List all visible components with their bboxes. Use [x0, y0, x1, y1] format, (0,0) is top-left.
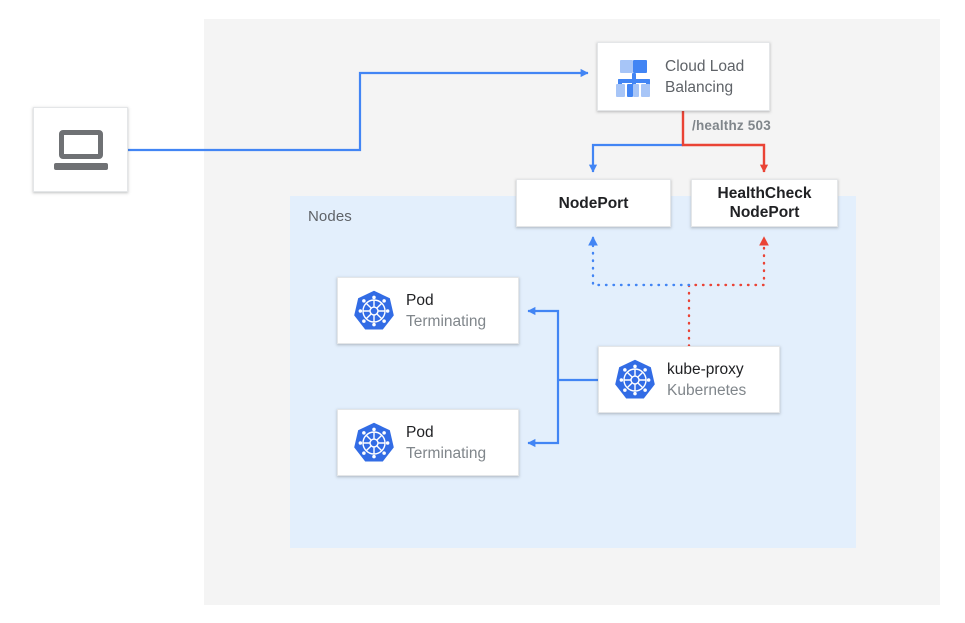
cloud-load-balancing-subtitle: Balancing	[665, 78, 734, 96]
cloud-load-balancing-node[interactable]: Cloud Load Balancing	[597, 42, 770, 111]
pod-2-status: Terminating	[406, 444, 487, 462]
nodeport-node[interactable]: NodePort	[516, 179, 671, 227]
pod-1-title: Pod	[406, 291, 434, 309]
healthcheck-nodeport-label-line2: NodePort	[729, 204, 800, 221]
kubernetes-icon	[354, 290, 394, 329]
client-node[interactable]	[33, 107, 128, 192]
healthcheck-nodeport-node[interactable]: HealthCheck NodePort	[691, 179, 838, 227]
nodes-region-label: Nodes	[308, 208, 352, 225]
cloud-load-balancing-icon	[611, 57, 657, 97]
nodeport-label: NodePort	[558, 194, 629, 212]
cloud-load-balancing-title: Cloud Load	[665, 57, 745, 75]
kube-proxy-title: kube-proxy	[667, 360, 744, 378]
pod-node-2[interactable]: Pod Terminating	[337, 409, 519, 476]
kube-proxy-node[interactable]: kube-proxy Kubernetes	[598, 346, 780, 413]
healthcheck-nodeport-label-line1: HealthCheck	[717, 185, 812, 202]
pod-1-status: Terminating	[406, 312, 487, 330]
kube-proxy-subtitle: Kubernetes	[667, 381, 747, 399]
kubernetes-icon	[615, 359, 655, 398]
kubernetes-icon	[354, 422, 394, 461]
pod-node-1[interactable]: Pod Terminating	[337, 277, 519, 344]
laptop-icon	[53, 129, 108, 170]
pod-2-title: Pod	[406, 423, 434, 441]
healthz-status-label: /healthz 503	[692, 118, 771, 133]
